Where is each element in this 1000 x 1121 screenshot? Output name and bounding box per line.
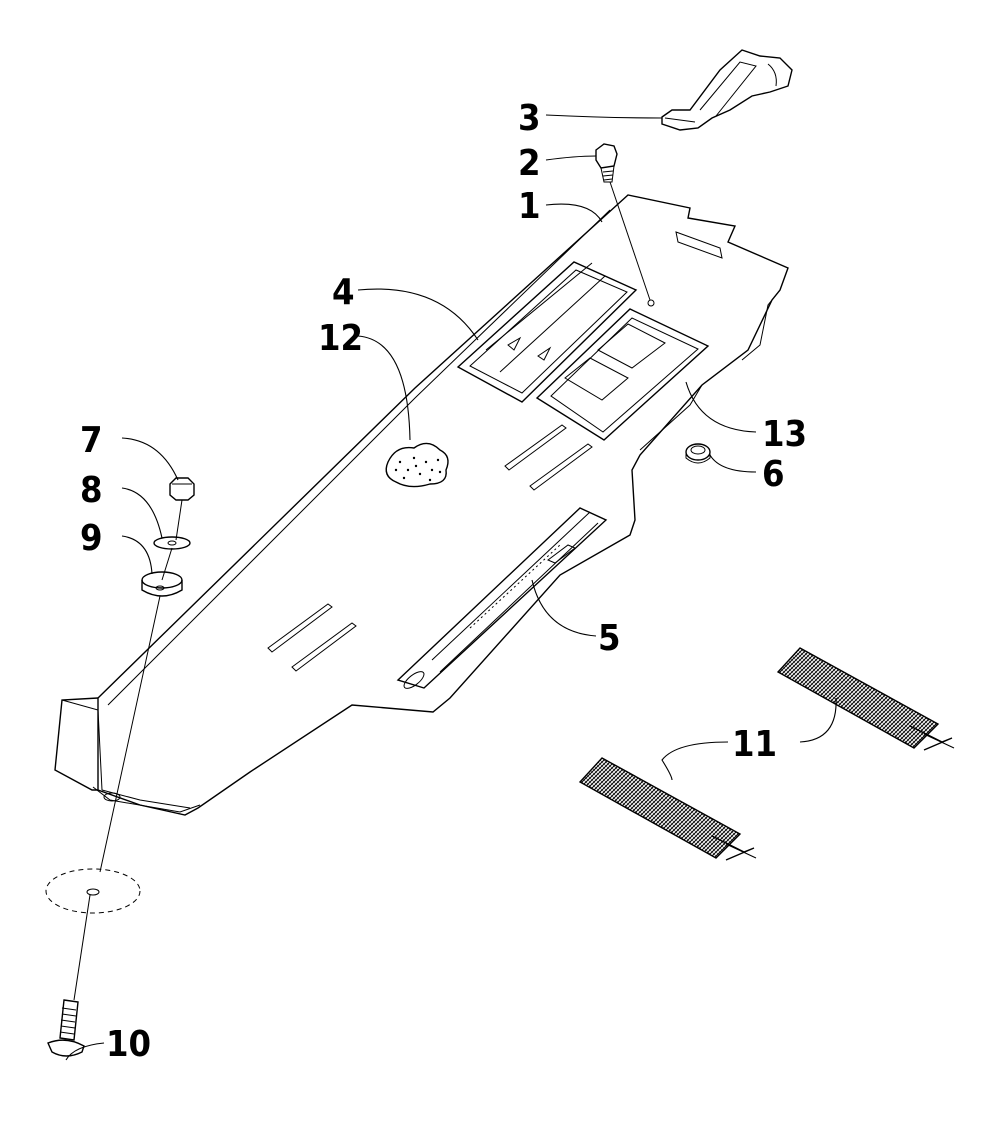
bracket xyxy=(661,49,793,131)
callout-12: 12 xyxy=(318,318,363,359)
decal-13 xyxy=(535,308,710,441)
callout-7: 7 xyxy=(80,420,103,461)
screw xyxy=(47,999,85,1057)
nut xyxy=(169,477,195,501)
strip-upper xyxy=(776,647,955,751)
bolt-hole xyxy=(647,299,655,307)
washer xyxy=(153,536,191,550)
callout-8: 8 xyxy=(80,470,103,511)
callout-1: 1 xyxy=(518,186,541,227)
mounting-hole xyxy=(103,792,121,802)
callout-3: 3 xyxy=(518,98,541,139)
vent-slots-rear xyxy=(504,424,593,491)
vent-slots-front xyxy=(267,603,357,672)
spacer xyxy=(141,571,183,597)
bolt xyxy=(595,143,651,301)
adhesive-patch xyxy=(385,442,449,488)
large-washer-hidden xyxy=(45,868,141,1001)
grommet xyxy=(685,443,711,464)
leader-lines xyxy=(65,114,837,1061)
callout-labels: 3 2 1 4 12 13 6 7 8 9 5 11 10 xyxy=(80,98,807,1065)
callout-11: 11 xyxy=(732,724,777,765)
callout-6: 6 xyxy=(762,454,785,495)
callout-10: 10 xyxy=(106,1024,151,1065)
callout-13: 13 xyxy=(762,414,807,455)
strip-lower xyxy=(578,757,757,861)
callout-9: 9 xyxy=(80,518,103,559)
skid-plate xyxy=(54,194,789,816)
decal-5 xyxy=(396,507,608,689)
callout-2: 2 xyxy=(518,143,541,184)
callout-5: 5 xyxy=(598,618,621,659)
decal-4 xyxy=(456,261,638,403)
callout-4: 4 xyxy=(332,272,355,313)
